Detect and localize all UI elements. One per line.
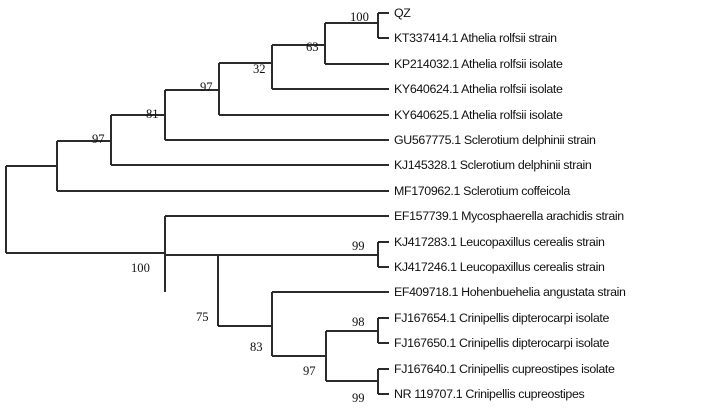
support-value-node-n: 99 [352, 391, 365, 405]
leaf-label-leaf-0: QZ [394, 5, 411, 20]
support-value-node-l: 97 [303, 364, 316, 378]
leaf-label-leaf-7: MF170962.1 Sclerotium coffeicola [394, 183, 570, 198]
leaf-label-leaf-14: FJ167640.1 Crinipellis cupreostipes isol… [394, 361, 615, 376]
support-value-node-k: 83 [250, 340, 263, 354]
leaf-label-leaf-4: KY640625.1 Athelia rolfsii isolate [394, 107, 563, 122]
leaf-label-leaf-8: EF157739.1 Mycosphaerella arachidis stra… [394, 208, 624, 223]
branch-group [5, 12, 389, 395]
support-value-node-e: 32 [253, 62, 266, 76]
leaf-label-leaf-2: KP214032.1 Athelia rolfsii isolate [394, 56, 563, 71]
leaf-label-leaf-9: KJ417283.1 Leucopaxillus cerealis strain [394, 234, 605, 249]
leaf-label-leaf-13: FJ167650.1 Crinipellis dipterocarpi isol… [394, 335, 609, 350]
support-value-node-h: 100 [131, 261, 150, 275]
support-value-node-g: 100 [350, 10, 369, 24]
leaf-label-leaf-3: KY640624.1 Athelia rolfsii isolate [394, 81, 563, 96]
support-value-node-j: 99 [352, 239, 365, 253]
support-value-node-i: 75 [196, 310, 209, 324]
support-value-node-f: 63 [306, 40, 319, 54]
support-value-node-d: 97 [200, 80, 213, 94]
leaf-label-leaf-12: FJ167654.1 Crinipellis dipterocarpi isol… [394, 310, 609, 325]
leaf-label-leaf-6: KJ145328.1 Sclerotium delphinii strain [394, 157, 592, 172]
support-value-node-c: 81 [146, 107, 159, 121]
leaf-label-leaf-15: NR 119707.1 Crinipellis cupreostipes [394, 386, 585, 401]
leaf-label-leaf-11: EF409718.1 Hohenbuehelia angustata strai… [394, 284, 626, 299]
leaf-label-leaf-10: KJ417246.1 Leucopaxillus cerealis strain [394, 259, 605, 274]
support-value-node-m: 98 [352, 315, 365, 329]
leaf-label-leaf-5: GU567775.1 Sclerotium delphinii strain [394, 132, 596, 147]
leaf-label-leaf-1: KT337414.1 Athelia rolfsii strain [394, 30, 557, 45]
support-value-node-b: 97 [92, 132, 105, 146]
